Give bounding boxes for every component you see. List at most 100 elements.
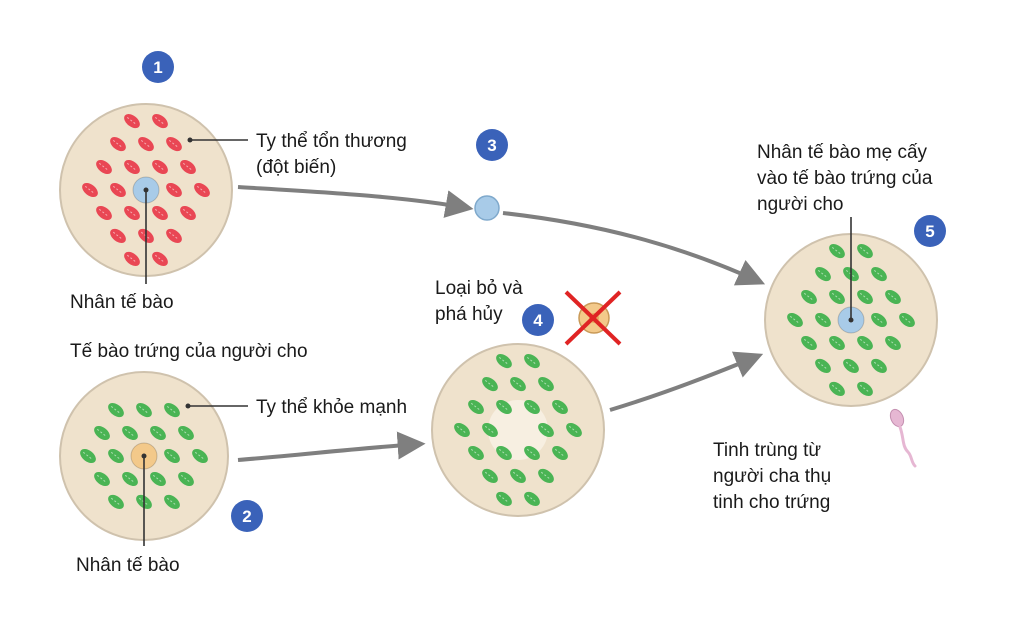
mitochondrion-cristae [817, 315, 829, 325]
mitochondrion-cristae [96, 474, 108, 484]
mitochondrion-cristae [96, 428, 108, 438]
mitochondrion-cristae [112, 231, 124, 240]
arrow-donor-enucleate [237, 431, 426, 462]
mitochondrion-cristae [82, 451, 94, 461]
label-transfer-line3: người cho [757, 194, 843, 215]
destroyed-donor-nucleus [564, 290, 622, 346]
mitochondrion-cristae [126, 254, 138, 263]
step-badge-1: 1 [142, 51, 174, 83]
mitochondrion-cristae [554, 402, 566, 412]
mitochondrion-cristae [512, 471, 524, 480]
mitochondrion-cristae [196, 185, 208, 195]
mitochondrion-cristae [140, 140, 152, 149]
mitochondrion-cristae [498, 402, 510, 412]
mitochondrion-cristae [182, 208, 194, 218]
mitochondrion-cristae [859, 292, 871, 302]
svg-text:4: 4 [533, 311, 543, 330]
mitochondrion-cristae [166, 406, 178, 415]
mitochondrion-cristae [154, 117, 166, 126]
mitochondrion-cristae [540, 471, 552, 480]
mitochondrion-cristae [484, 471, 496, 480]
mitochondrion-cristae [873, 315, 885, 325]
arrow-nucleus-extract [237, 185, 474, 218]
mitochondrion-cristae [831, 292, 843, 302]
mitochondrion-cristae [98, 162, 110, 172]
mitochondrion-cristae [831, 338, 843, 348]
mitochondrion-cristae [180, 474, 192, 484]
process-arrows [237, 185, 766, 462]
step-badge-3: 3 [476, 129, 508, 161]
mitochondrion-cristae [831, 384, 843, 393]
mitochondrion-cristae [154, 162, 166, 172]
mitochondrion-cristae [859, 384, 871, 393]
mitochondrion-cristae [526, 357, 538, 366]
mitochondrion-cristae [887, 338, 899, 348]
label-damaged-mito-line2: (đột biến) [256, 157, 336, 178]
step-badge-2: 2 [231, 500, 263, 532]
mitochondrion-cristae [887, 292, 899, 302]
mitochondrion-cristae [817, 361, 829, 370]
mitochondrion-cristae [154, 254, 166, 263]
mitochondrion-cristae [470, 448, 482, 458]
label-healthy-mito: Ty thể khỏe mạnh [256, 397, 407, 418]
label-sperm-line2: người cha thụ [713, 466, 831, 487]
mitochondrion-cristae [498, 448, 510, 458]
label-sperm-line1: Tinh trùng từ [713, 440, 821, 461]
mitochondrion-cristae [110, 497, 122, 506]
mitochondrion-cristae [498, 494, 510, 503]
svg-text:3: 3 [487, 136, 496, 155]
svg-text:5: 5 [925, 222, 934, 241]
mitochondrion-cristae [152, 474, 164, 484]
mitochondrion-cristae [124, 474, 136, 484]
label-transfer-line1: Nhân tế bào mẹ cấy [757, 142, 928, 163]
label-transfer-line2: vào tế bào trứng của [757, 168, 933, 189]
cross-mark [564, 290, 622, 346]
mitochondrion-cristae [194, 451, 206, 461]
mitochondrion-cristae [803, 292, 815, 302]
mitochondrion-cristae [859, 338, 871, 348]
step-badge-4: 4 [522, 304, 554, 336]
mitochondrion-cristae [182, 162, 194, 172]
svg-text:1: 1 [153, 58, 162, 77]
label-sperm-line3: tinh cho trứng [713, 492, 830, 513]
mitochondrion-cristae [526, 402, 538, 412]
label-pointers [141, 137, 854, 546]
mitochondrion-cristae [526, 494, 538, 503]
arrow-nucleus-to-final [502, 211, 766, 286]
empty-nucleus-area [488, 400, 548, 460]
mitochondrion-cristae [845, 361, 857, 370]
mitochondrion-cristae [112, 185, 124, 195]
mitochondrion-cristae [126, 117, 138, 126]
mitochondrion-cristae [166, 451, 178, 461]
mitochondrion-cristae [154, 208, 166, 218]
mitochondrion-cristae [789, 315, 801, 325]
mitochondrion-cristae [84, 185, 96, 195]
mitochondrion-cristae [803, 338, 815, 348]
mitochondrion-cristae [110, 451, 122, 461]
mitochondrion-cristae [168, 185, 180, 195]
mitochondrion-cristae [124, 428, 136, 438]
step-badge-5: 5 [914, 215, 946, 247]
label-remove-line2: phá hủy [435, 304, 503, 325]
svg-text:2: 2 [242, 507, 251, 526]
mitochondrion-cristae [470, 402, 482, 412]
mitochondrion-cristae [859, 247, 871, 256]
enucleated-donor-cell [431, 343, 605, 517]
mitochondrion-cristae [554, 448, 566, 458]
mitochondrion-cristae [540, 425, 552, 435]
mitochondrion-cristae [831, 247, 843, 256]
label-donor-egg: Tế bào trứng của người cho [70, 341, 308, 362]
extracted-nucleus [474, 195, 500, 221]
mitochondrion-cristae [180, 428, 192, 438]
mitochondrion-cristae [166, 497, 178, 506]
mitochondrion-cristae [484, 425, 496, 435]
mitochondrion-cristae [456, 425, 468, 435]
mitochondrion-cristae [126, 162, 138, 172]
mitochondrion-cristae [873, 361, 885, 370]
mitochondrion-cristae [112, 140, 124, 149]
mitochondrion-cristae [817, 270, 829, 279]
mitochondrion-cristae [126, 208, 138, 218]
mitochondrion-cristae [168, 231, 180, 240]
label-nucleus-top: Nhân tế bào [70, 292, 174, 313]
mitochondrion-cristae [152, 428, 164, 438]
